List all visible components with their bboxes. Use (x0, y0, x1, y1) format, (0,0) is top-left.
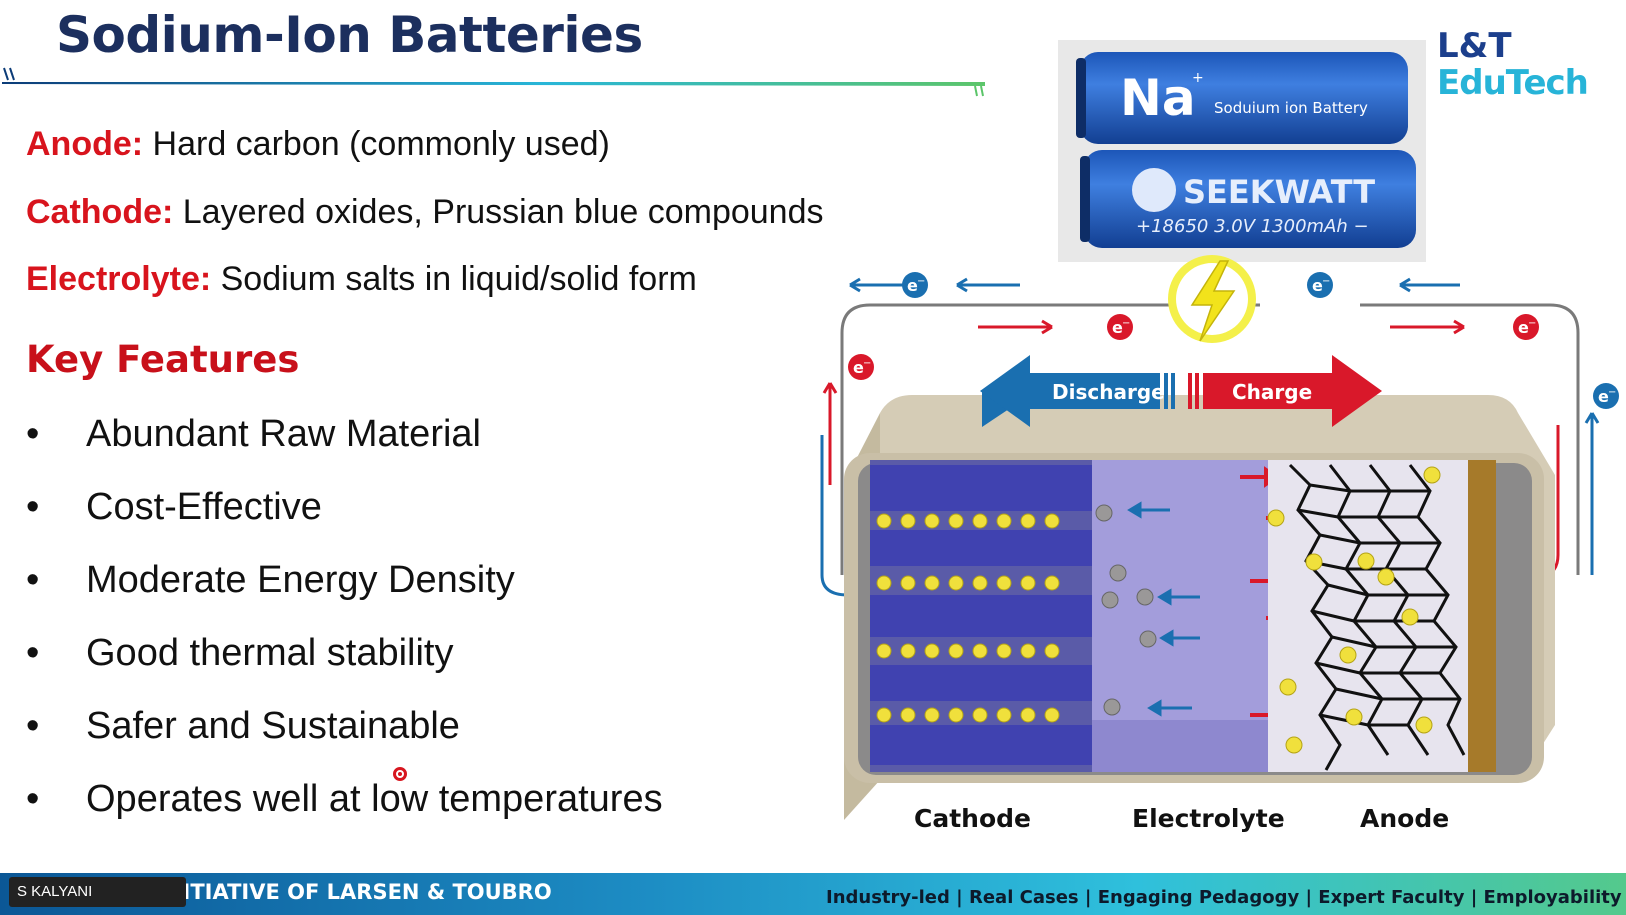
electron-icon: e− (902, 272, 928, 298)
footer-bar (0, 873, 1626, 915)
sodium-ions (876, 513, 1060, 723)
cathode-layers (870, 465, 1092, 765)
spec-cathode-text: Layered oxides, Prussian blue compounds (173, 193, 824, 231)
feature-item: • Moderate Energy Density (26, 559, 515, 602)
laser-pointer-icon (393, 767, 407, 781)
bullet: • (26, 632, 40, 674)
electron-icon: e− (1307, 272, 1333, 298)
svg-text:e: e (853, 358, 864, 377)
feature-text: Operates well at low temperatures (86, 778, 663, 820)
svg-text:e: e (1312, 276, 1323, 295)
title-underline (2, 67, 985, 97)
bullet: • (26, 778, 40, 820)
spec-electrolyte: Electrolyte: Sodium salts in liquid/soli… (26, 260, 697, 299)
participant-name: S KALYANI (17, 883, 93, 900)
bullet: • (26, 486, 40, 528)
spec-electrolyte-label: Electrolyte: (26, 260, 212, 298)
spec-cathode-label: Cathode: (26, 193, 174, 231)
feature-item: • Abundant Raw Material (26, 413, 481, 456)
spec-anode-text: Hard carbon (commonly used) (143, 125, 610, 163)
svg-text:−: − (1122, 318, 1130, 329)
bullet: • (26, 705, 40, 747)
anode-label: Anode (1360, 804, 1449, 833)
brand-line1: L&T (1437, 26, 1512, 66)
lightning-icon (1168, 255, 1256, 343)
svg-text:e: e (907, 276, 918, 295)
svg-text:e: e (1598, 387, 1609, 406)
anode-carbon-network (1288, 463, 1466, 771)
svg-text:−: − (1608, 387, 1616, 398)
charge-arrow: Charge (1188, 355, 1382, 427)
feature-text: Moderate Energy Density (86, 559, 515, 601)
feature-text: Cost-Effective (86, 486, 322, 528)
key-features-heading: Key Features (26, 338, 300, 381)
bullet: • (26, 413, 40, 455)
electron-icon: e− (1107, 314, 1133, 340)
feature-item: • Operates well at low temperatures (26, 778, 663, 821)
participant-name-chip[interactable]: S KALYANI (9, 877, 186, 907)
battery-photo: Na + Soduium ion Battery SEEKWATT +18650… (1058, 40, 1426, 262)
electron-flow-arrow (849, 277, 910, 293)
battery-symbol: Na (1120, 69, 1196, 127)
bullet: • (26, 559, 40, 601)
electron-icon: e− (848, 354, 874, 380)
ion-arrows-discharge (1127, 501, 1200, 717)
spec-cathode: Cathode: Layered oxides, Prussian blue c… (26, 193, 824, 232)
svg-text:e: e (1112, 318, 1123, 337)
charge-label: Charge (1232, 380, 1312, 404)
electron-icon: e− (1593, 383, 1619, 409)
spec-anode-label: Anode: (26, 125, 144, 163)
battery-sup: + (1192, 70, 1204, 86)
feature-item: • Good thermal stability (26, 632, 454, 675)
spec-anode: Anode: Hard carbon (commonly used) (26, 125, 610, 164)
cathode-label: Cathode (914, 804, 1031, 833)
brand-line2: EduTech (1437, 63, 1589, 103)
battery-diagram: e− e− e− e− e− e− e− e− (820, 255, 1619, 833)
brand-logo: L&T EduTech (1437, 26, 1589, 103)
svg-text:−: − (1322, 276, 1330, 287)
svg-text:−: − (863, 358, 871, 369)
feature-text: Safer and Sustainable (86, 705, 460, 747)
feature-item: • Cost-Effective (26, 486, 322, 529)
feature-text: Good thermal stability (86, 632, 454, 674)
slide-title: Sodium-Ion Batteries (56, 6, 643, 64)
discharge-arrow: Discharge (980, 355, 1175, 427)
svg-text:−: − (917, 276, 925, 287)
svg-text:−: − (1528, 318, 1536, 329)
discharge-label: Discharge (1052, 380, 1165, 404)
battery-brand: SEEKWATT (1183, 173, 1375, 211)
feature-item: • Safer and Sustainable (26, 705, 460, 748)
battery-caption: Soduium ion Battery (1214, 99, 1368, 117)
svg-text:e: e (1518, 318, 1529, 337)
spec-electrolyte-text: Sodium salts in liquid/solid form (211, 260, 697, 298)
electron-icon: e− (1513, 314, 1539, 340)
feature-text: Abundant Raw Material (86, 413, 481, 455)
footer-tagline: Industry-led | Real Cases | Engaging Ped… (826, 887, 1622, 908)
footer-initiative: AN INITIATIVE OF LARSEN & TOUBRO (116, 880, 552, 904)
electrolyte-label: Electrolyte (1132, 804, 1285, 833)
battery-spec: +18650 3.0V 1300mAh − (1136, 216, 1369, 237)
